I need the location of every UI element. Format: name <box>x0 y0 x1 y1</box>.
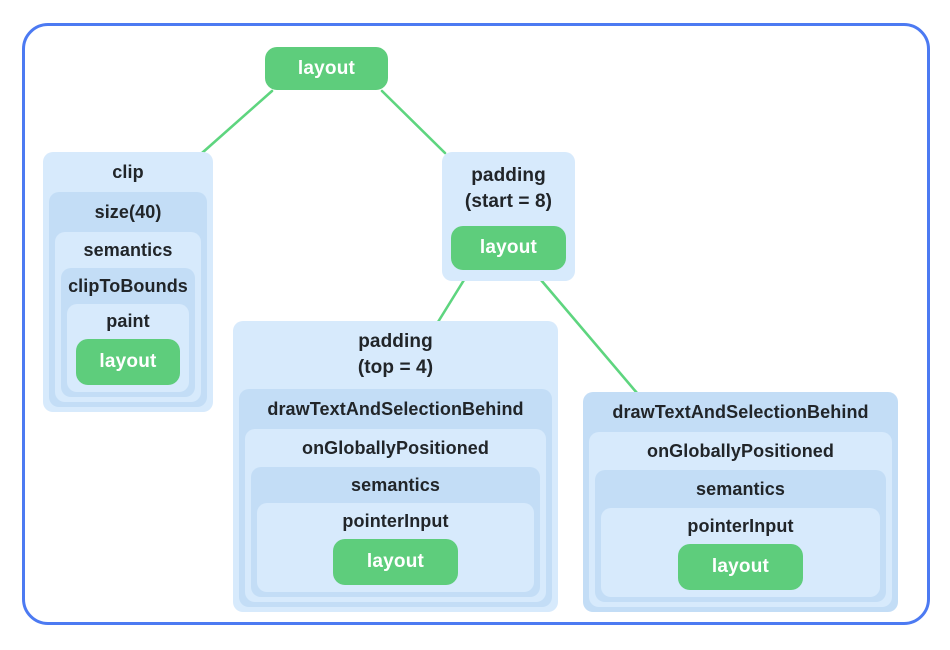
padding-start-leaf-layout-label: layout <box>479 237 538 258</box>
root-layout-node: layout <box>265 47 388 90</box>
drawtext-box-middle: drawTextAndSelectionBehind onGloballyPos… <box>239 389 552 607</box>
drawtext-chain-box: drawTextAndSelectionBehind onGloballyPos… <box>583 392 898 612</box>
edge-root-to-clip <box>200 89 274 155</box>
paint-box: paint layout <box>67 304 189 392</box>
root-layout-label: layout <box>297 57 356 79</box>
padding-start-leaf-layout-node: layout <box>451 226 566 270</box>
padding-top-leaf-layout-label: layout <box>366 551 425 572</box>
semantics-box-middle: semantics pointerInput layout <box>251 467 540 597</box>
padding-start-label-line2: (start = 8) <box>464 191 553 212</box>
ongloballypositioned-label-right: onGloballyPositioned <box>646 440 834 461</box>
padding-start-label-line1: padding <box>471 165 546 186</box>
ongloballypositioned-box-middle: onGloballyPositioned semantics pointerIn… <box>245 429 546 602</box>
clip-chain-box: clip size(40) semantics clipToBounds pai… <box>43 152 213 412</box>
padding-top-label: padding (top = 4) <box>239 321 552 389</box>
drawtext-leaf-layout-node: layout <box>678 544 803 590</box>
cliptobounds-box: clipToBounds paint layout <box>61 268 195 397</box>
drawtext-leaf-layout-label: layout <box>711 556 770 577</box>
semantics-label-left: semantics <box>83 239 173 260</box>
padding-top-label-line2: (top = 4) <box>357 357 434 378</box>
ongloballypositioned-box-right: onGloballyPositioned semantics pointerIn… <box>589 432 892 607</box>
cliptobounds-label: clipToBounds <box>68 275 188 296</box>
semantics-label-middle: semantics <box>351 474 440 495</box>
clip-leaf-layout-node: layout <box>76 339 180 385</box>
padding-start-label: padding (start = 8) <box>448 152 569 226</box>
drawtext-label-middle: drawTextAndSelectionBehind <box>267 398 524 419</box>
edge-padding-to-drawtext <box>539 278 639 395</box>
edge-root-to-padding-start <box>380 89 447 155</box>
semantics-box-left: semantics clipToBounds paint layout <box>55 232 201 402</box>
edge-padding-to-padding-top <box>436 278 466 324</box>
pointerinput-box-middle: pointerInput layout <box>257 503 534 592</box>
pointerinput-label-middle: pointerInput <box>342 510 449 531</box>
semantics-label-right: semantics <box>696 478 785 499</box>
diagram-frame <box>22 23 930 625</box>
clip-leaf-layout-label: layout <box>99 351 157 372</box>
clip-label: clip <box>112 161 144 182</box>
padding-top-leaf-layout-node: layout <box>333 539 458 585</box>
size-label: size(40) <box>94 201 162 222</box>
size-box: size(40) semantics clipToBounds paint la… <box>49 192 207 407</box>
pointerinput-box-right: pointerInput layout <box>601 508 880 597</box>
ongloballypositioned-label-middle: onGloballyPositioned <box>301 437 489 458</box>
pointerinput-label-right: pointerInput <box>687 515 794 536</box>
drawtext-label-right: drawTextAndSelectionBehind <box>612 401 869 422</box>
padding-start-chain-box: padding (start = 8) layout <box>442 152 575 281</box>
padding-top-label-line1: padding <box>358 331 433 352</box>
padding-top-chain-box: padding (top = 4) drawTextAndSelectionBe… <box>233 321 558 612</box>
paint-label: paint <box>106 311 150 331</box>
semantics-box-right: semantics pointerInput layout <box>595 470 886 602</box>
